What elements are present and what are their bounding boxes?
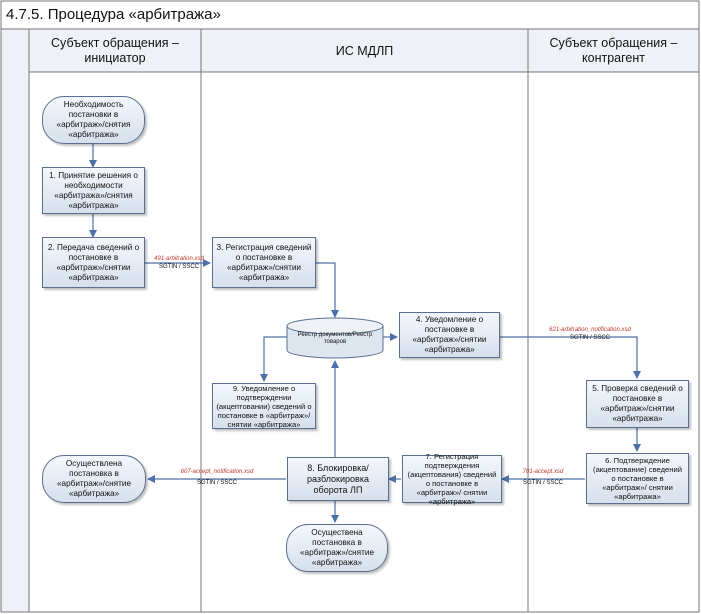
- lane-header-band: [28, 28, 700, 73]
- lane-header-initiator: Субъект обращения – инициатор: [51, 36, 179, 65]
- edge-label-621-doc: 621-arbitration_notification.xsd: [549, 327, 631, 333]
- step-7-box: 7. Регистрация подтверждения (акцептован…: [402, 452, 502, 506]
- arrow-3-to-registry: [316, 262, 339, 318]
- edge-label-621-codes: SGTIN / SSCC: [569, 335, 610, 341]
- step-5-box: 5. Проверка сведений о постановке в «арб…: [586, 380, 689, 428]
- registry-database-icon: [286, 317, 384, 359]
- edge-label-607-doc: 607-accept_notification.xsd: [180, 469, 254, 475]
- step-3-box: 3. Регистрация сведений о постановке в «…: [212, 237, 316, 288]
- registry-label: Реестр документов/Реестр товаров: [297, 332, 373, 345]
- end-node-left: Осуществлена постановка в «арбитраж»/сня…: [42, 455, 146, 503]
- edge-label-701-codes: SGTIN / SSCC: [522, 480, 563, 486]
- step-4-box: 4. Уведомление о постановке в «арбитраж»…: [399, 312, 500, 358]
- step-9-box: 9. Уведомление о подтверждении (акцептов…: [212, 383, 316, 429]
- end-node-bottom: Осуществена постановка в «арбитраж»/снят…: [286, 524, 388, 572]
- start-node: Необходимость постановки в «арбитраж»/сн…: [42, 96, 145, 144]
- edge-label-607-codes: SGTIN / SSCC: [196, 480, 237, 486]
- step-8-box: 8. Блокировка/ разблокировка оборота ЛП: [287, 457, 389, 501]
- page-title: 4.7.5. Процедура «арбитража»: [6, 6, 221, 23]
- step-2-box: 2. Передача сведений о постановке в «арб…: [42, 237, 145, 288]
- arrow-registry-to-9: [260, 336, 287, 382]
- title-band: [0, 0, 700, 30]
- edge-label-491-codes: SGTIN / SSCC: [158, 264, 199, 270]
- left-band: [0, 28, 30, 613]
- connectors: [89, 144, 641, 523]
- step-1-box: 1. Принятие решения о необходимости «арб…: [42, 167, 145, 214]
- edge-label-701-doc: 701-accept.xsd: [522, 469, 564, 475]
- step-6-box: 6. Подтверждение (акцептование) сведений…: [586, 453, 689, 504]
- lane-header-ismdlp: ИС МДЛП: [335, 43, 394, 58]
- lane-header-counterparty: Субъект обращения – контрагент: [549, 36, 678, 65]
- edge-label-491-doc: 491-arbitration.xsd: [154, 256, 204, 262]
- arrow-4-to-5: [500, 336, 641, 379]
